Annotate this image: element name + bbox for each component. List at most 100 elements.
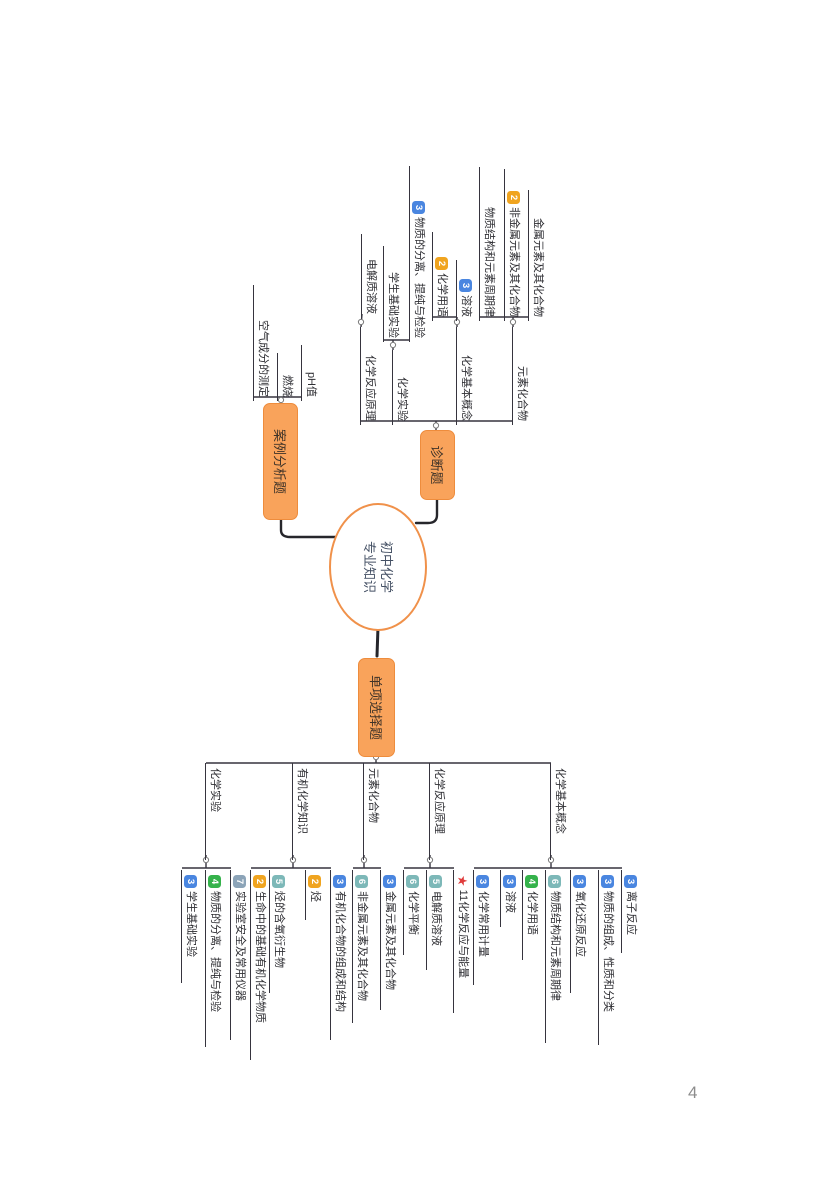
topic[interactable]: 3 物质的组成、性质和分类	[598, 870, 616, 1045]
main-topic-label: 诊断题	[429, 445, 444, 485]
topic-diagnosis-child[interactable]: 化学实验	[392, 350, 410, 425]
topic[interactable]: 3 氧化还原反应	[570, 870, 588, 993]
main-topic-diagnosis[interactable]: 诊断题	[420, 430, 455, 500]
branch-line-case-analysis	[279, 516, 344, 539]
root-topic[interactable]: 初中化学 专业知识	[329, 503, 427, 631]
topic[interactable]: 空气成分的测定	[253, 285, 271, 401]
collapse-button[interactable]	[509, 318, 517, 326]
topic[interactable]: 3 有机化合物的组成和结构	[330, 870, 348, 1040]
count-badge: 6	[355, 875, 368, 888]
topic-label: 物质的分离、提纯与检验	[413, 217, 425, 338]
count-badge: 3	[333, 875, 346, 888]
topic[interactable]: 3 物质的分离、提纯与检验	[409, 166, 427, 342]
topic-single-choice-child[interactable]: 有机化学知识	[292, 763, 310, 860]
topic-label: 金属元素及其化合物	[532, 218, 544, 317]
topic-label: 实验室安全及常用仪器	[234, 891, 246, 1001]
topic-single-choice-child[interactable]: 元素化合物	[363, 763, 381, 860]
topic-label: 空气成分的测定	[257, 320, 269, 397]
topic[interactable]: 电解质溶液	[361, 234, 379, 318]
topic[interactable]: 4 化学用语	[522, 870, 540, 960]
collapse-button[interactable]	[357, 318, 365, 326]
topic-label: 非金属元素及其化合物	[508, 207, 520, 317]
topic-label: 学生基础实验	[387, 272, 399, 338]
topic[interactable]: ★ 11化学反应与能量	[453, 870, 471, 1013]
topic-label: 化学反应原理	[433, 768, 445, 834]
topic-label: 物质的组成、性质和分类	[602, 891, 614, 1012]
topic-diagnosis-child[interactable]: 元素化合物	[512, 327, 530, 425]
topic[interactable]: 6 化学平衡	[403, 870, 421, 955]
topic[interactable]: 金属元素及其化合物	[528, 190, 546, 321]
count-badge: 2	[253, 875, 266, 888]
topic-label: 生命中的基础有机化学物质	[254, 891, 266, 1023]
topic[interactable]: 3 金属元素及其化合物	[380, 870, 398, 1010]
topic-label: 离子反应	[625, 891, 637, 935]
topic[interactable]: 4 物质的分离、提纯与检验	[205, 870, 223, 1047]
topic-label: 化学实验	[209, 768, 221, 812]
main-topic-case-analysis[interactable]: 案例分析题	[263, 403, 298, 520]
count-badge: 3	[503, 875, 516, 888]
collapse-button[interactable]	[426, 856, 434, 864]
main-topic-label: 单项选择题	[368, 674, 383, 740]
topic-label: 化学平衡	[407, 891, 419, 935]
main-topic-single-choice[interactable]: 单项选择题	[358, 658, 395, 757]
count-badge: 3	[624, 875, 637, 888]
topic-label: 化学基本概念	[554, 768, 566, 834]
topic[interactable]: 2 化学用语	[432, 232, 450, 321]
topic-label: 化学基本概念	[460, 355, 472, 421]
collapse-button[interactable]	[289, 856, 297, 864]
topic[interactable]: 学生基础实验	[383, 246, 401, 342]
topic-label: 电解质溶液	[365, 259, 377, 314]
topic[interactable]: 2 非金属元素及其化合物	[504, 169, 522, 321]
count-badge: 3	[476, 875, 489, 888]
collapse-button[interactable]	[547, 856, 555, 864]
count-badge: 3	[459, 279, 472, 292]
collapse-button[interactable]	[360, 856, 368, 864]
collapse-button[interactable]	[432, 422, 440, 429]
topic[interactable]: 2 生命中的基础有机化学物质	[250, 870, 268, 1060]
topic-label: 电解质溶液	[430, 891, 442, 946]
topic-label: 化学反应原理	[364, 355, 376, 421]
count-badge: 5	[429, 875, 442, 888]
branch-line-diagnosis	[414, 496, 439, 525]
collapse-button[interactable]	[202, 856, 210, 864]
root-topic-line2: 专业知识	[362, 540, 377, 593]
collapse-button[interactable]	[389, 341, 397, 349]
topic[interactable]: pH值	[301, 345, 319, 401]
topic-diagnosis-child[interactable]: 化学反应原理	[360, 327, 378, 425]
branch-line-single-choice	[375, 625, 380, 658]
topic[interactable]: 3 学生基础实验	[181, 870, 199, 983]
topic[interactable]: 3 化学常用计量	[473, 870, 491, 985]
collapse-button[interactable]	[453, 318, 461, 326]
topic-label: 金属元素及其化合物	[384, 891, 396, 990]
topic-single-choice-child[interactable]: 化学实验	[205, 763, 223, 860]
topic[interactable]: 2 烃	[305, 870, 323, 920]
count-badge: 2	[308, 875, 321, 888]
topic-label: 11化学反应与能量	[457, 889, 469, 979]
topic[interactable]: 6 物质结构和元素周期律	[545, 870, 563, 1043]
topic[interactable]: 物质结构和元素周期律	[479, 167, 497, 321]
topic-label: 有机化学知识	[296, 768, 308, 834]
topic[interactable]: 6 非金属元素及其化合物	[352, 870, 370, 1023]
topic-label: pH值	[305, 371, 317, 397]
topic[interactable]: 5 电解质溶液	[426, 870, 444, 970]
topic-single-choice-child[interactable]: 化学基本概念	[550, 763, 568, 860]
topic[interactable]: 7 实验室安全及常用仪器	[230, 870, 248, 1040]
collapse-button[interactable]	[277, 396, 285, 404]
count-badge: 3	[383, 875, 396, 888]
topic[interactable]: 燃烧	[277, 353, 295, 401]
topic[interactable]: 3 离子反应	[621, 870, 639, 953]
count-badge: 4	[208, 875, 221, 888]
count-badge: 3	[573, 875, 586, 888]
topic[interactable]: 3 溶液	[500, 870, 518, 927]
topic-diagnosis-child[interactable]: 化学基本概念	[456, 327, 474, 425]
topic-label: 物质的分离、提纯与检验	[209, 891, 221, 1012]
topic[interactable]: 3 溶液	[456, 260, 474, 321]
topic-single-choice-child[interactable]: 化学反应原理	[429, 763, 447, 860]
count-badge: 7	[233, 875, 246, 888]
topic-label: 燃烧	[281, 375, 293, 397]
topic-label: 物质结构和元素周期律	[483, 207, 495, 317]
topic[interactable]: 5 烃的含氧衍生物	[269, 870, 287, 993]
count-badge: 2	[507, 191, 520, 204]
